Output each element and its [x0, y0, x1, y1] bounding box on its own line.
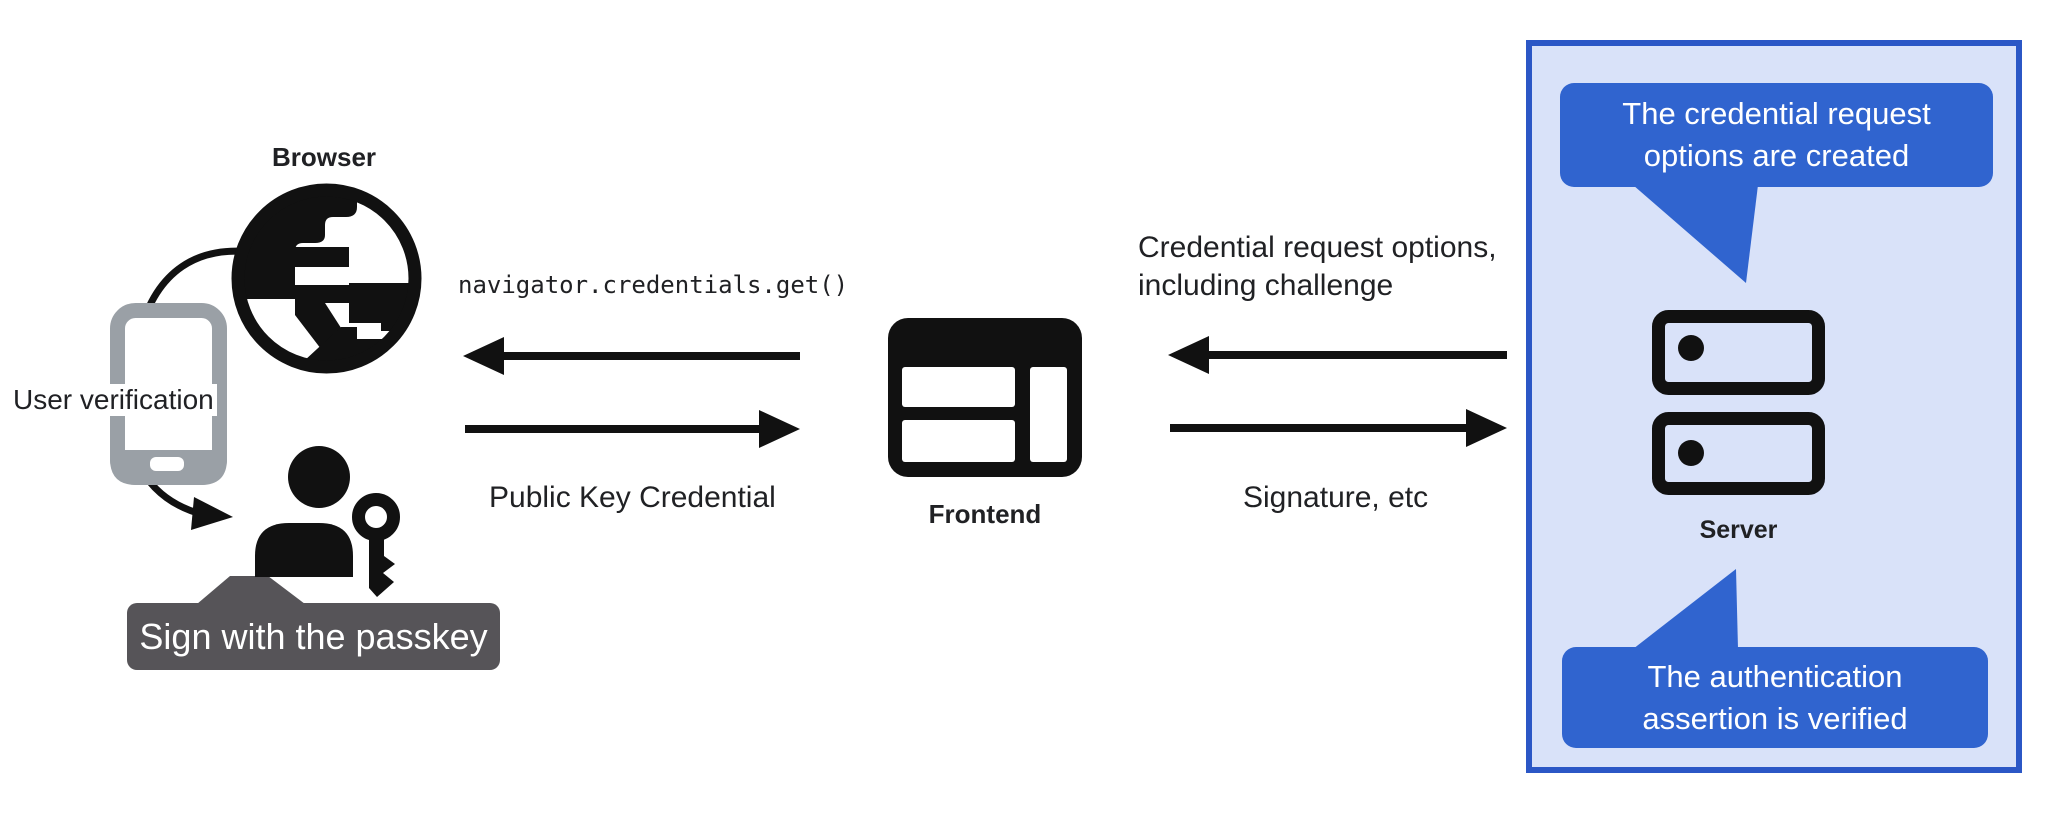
- browser-label: Browser: [272, 142, 377, 172]
- top-bubble-tail: [1633, 185, 1758, 283]
- request-options-line1: Credential request options,: [1138, 231, 1497, 264]
- frontend-label: Frontend: [928, 499, 1042, 529]
- user-verification-label: User verification: [10, 384, 217, 416]
- arrow-server-to-frontend: [1168, 336, 1507, 374]
- frontend-icon: [888, 318, 1082, 477]
- public-key-credential-label: Public Key Credential: [489, 481, 776, 514]
- arrow-frontend-to-server: [1170, 409, 1507, 447]
- server-bottom-bubble-line2: assertion is verified: [1642, 700, 1908, 736]
- bottom-bubble-tail: [1633, 569, 1738, 649]
- server-label: Server: [1699, 516, 1778, 544]
- passkey-bubble: Sign with the passkey: [127, 603, 500, 670]
- key-icon: [352, 493, 400, 597]
- globe-icon: [231, 183, 422, 374]
- server-icon: [1652, 310, 1825, 495]
- request-options-label: Credential request options, including ch…: [1138, 229, 1497, 305]
- passkey-bubble-tail: [197, 576, 305, 604]
- arrow-frontend-to-browser: [463, 337, 800, 375]
- server-top-bubble-line1: The credential request: [1622, 96, 1931, 131]
- server-bottom-bubble: The authentication assertion is verified: [1562, 647, 1988, 748]
- server-bottom-bubble-line1: The authentication: [1647, 658, 1903, 694]
- request-options-line2: including challenge: [1138, 269, 1394, 302]
- server-top-bubble: The credential request options are creat…: [1560, 83, 1993, 187]
- signature-label: Signature, etc: [1243, 481, 1429, 514]
- get-call-label: navigator.credentials.get(): [458, 271, 849, 299]
- person-icon: [255, 446, 353, 577]
- server-top-bubble-line2: options are created: [1643, 138, 1910, 173]
- arrow-browser-to-frontend: [465, 410, 800, 448]
- passkey-bubble-text: Sign with the passkey: [139, 615, 488, 657]
